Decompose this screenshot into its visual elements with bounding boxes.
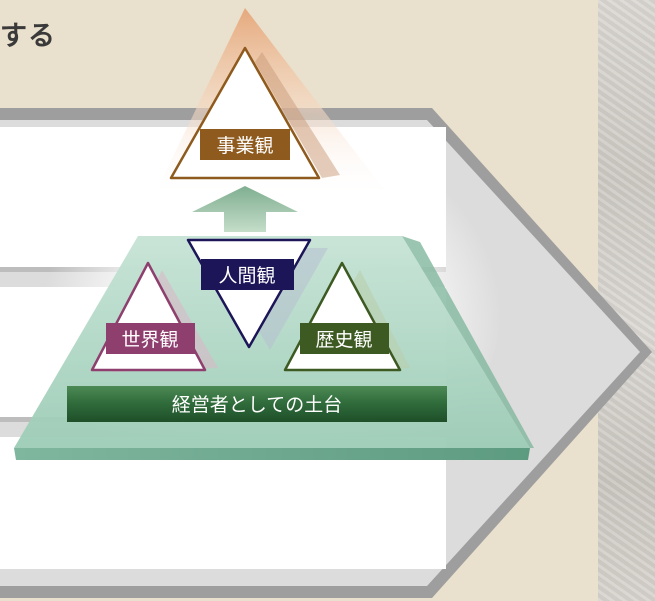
top-pyramid xyxy=(152,8,392,200)
left-label: 世界観 xyxy=(121,329,178,351)
left-label-box xyxy=(106,323,195,354)
right-label-box xyxy=(300,323,389,354)
right-label: 歴史観 xyxy=(315,329,372,351)
base-bar xyxy=(67,386,447,422)
center-label-box xyxy=(201,259,294,290)
up-arrow-icon xyxy=(192,186,298,232)
top-label: 事業観 xyxy=(216,135,273,157)
top-label-box xyxy=(200,129,290,160)
section-heading: する xyxy=(0,21,56,52)
center-label: 人間観 xyxy=(218,265,275,287)
base-label: 経営者としての土台 xyxy=(172,394,342,416)
stone-texture-panel xyxy=(598,0,655,601)
